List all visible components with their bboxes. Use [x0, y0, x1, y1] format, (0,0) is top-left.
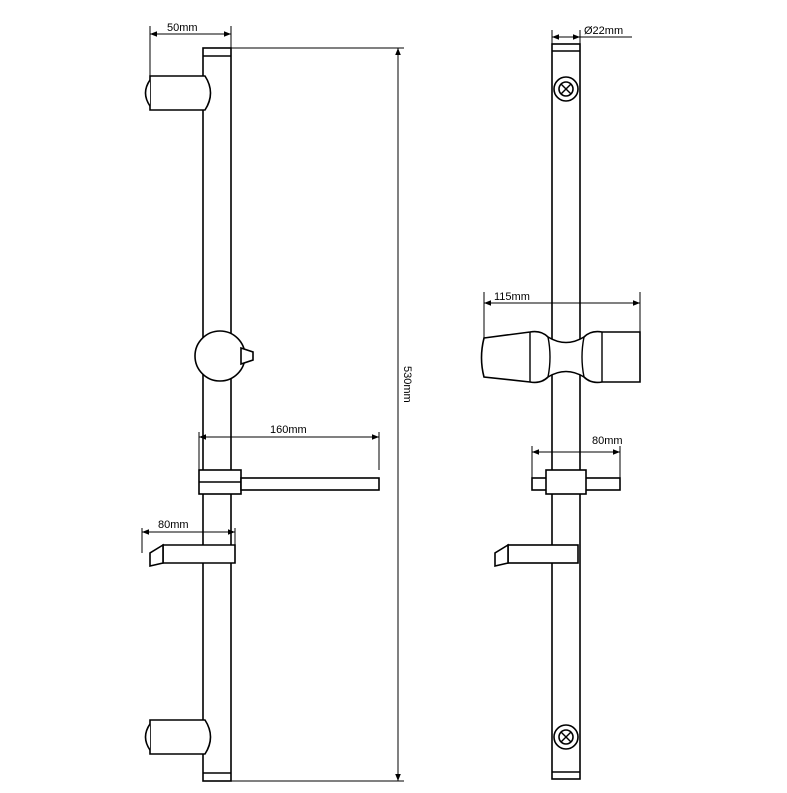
side-bottom-wall-bracket [149, 719, 212, 755]
dim-530-label: 530mm [401, 366, 413, 403]
dim-80-side-label: 80mm [158, 519, 189, 531]
dim-160-label: 160mm [270, 424, 307, 436]
front-slider-grip-right [581, 336, 585, 378]
side-hand-shower-hook [162, 544, 236, 564]
side-view [144, 47, 380, 782]
side-slider-knob-tab [240, 346, 254, 366]
side-soap-dish-tray [240, 477, 380, 491]
dim-50-label: 50mm [167, 22, 198, 34]
side-hook-lip [149, 543, 164, 568]
front-top-screw-slot-2 [560, 83, 572, 95]
side-bottom-bracket-end [144, 723, 151, 751]
front-hook-lip [494, 543, 509, 568]
dim-22-label: Ø22mm [584, 25, 623, 37]
front-view-dimensions: Ø22mm 115mm 80mm [483, 25, 641, 478]
front-rail [551, 43, 581, 780]
front-slider-grip-left [547, 336, 551, 378]
side-rail [202, 47, 232, 782]
front-slider-body [480, 330, 641, 384]
front-hand-shower-hook [507, 544, 579, 564]
side-top-bracket-end [144, 79, 151, 107]
side-top-wall-bracket [149, 75, 212, 111]
front-view [480, 43, 641, 780]
dim-80-front-label: 80mm [592, 435, 623, 447]
front-soap-dish-collar [545, 469, 587, 495]
side-view-dimensions: 50mm 530mm 160mm 80mm [141, 22, 413, 782]
side-slider-knob [194, 330, 246, 382]
front-bottom-screw-slot-2 [560, 731, 572, 743]
dim-115-label: 115mm [494, 291, 530, 303]
